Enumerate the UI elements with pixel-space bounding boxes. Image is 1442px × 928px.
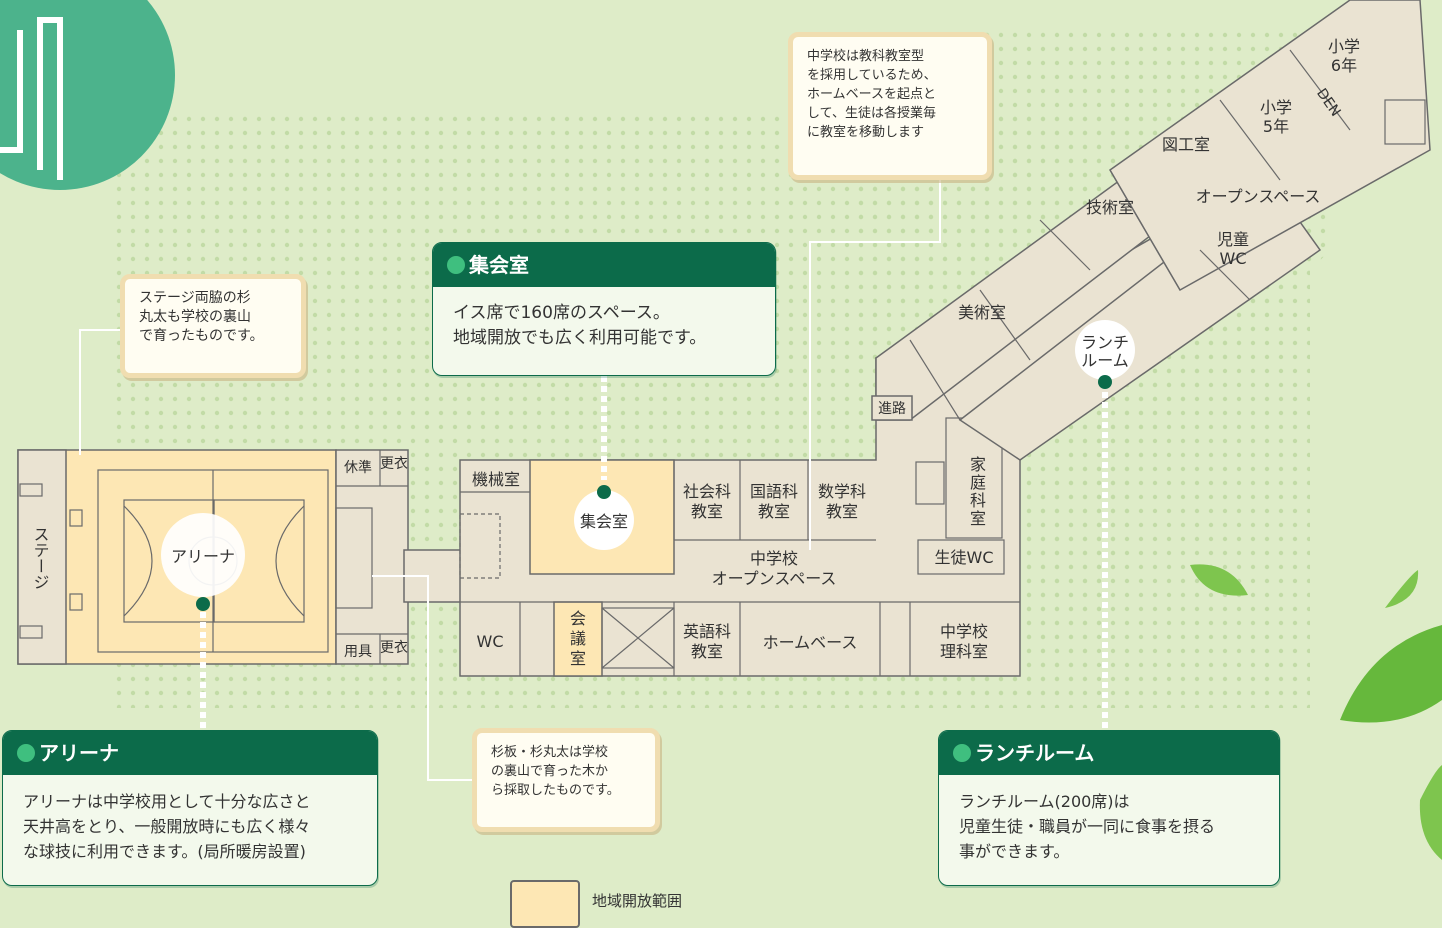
label-rika-1: 中学校 bbox=[940, 622, 988, 641]
panel-lunchroom-title: ランチルーム bbox=[939, 731, 1279, 775]
panel-shukaishitsu: 集会室 イス席で160席のスペース。 地域開放でも広く利用可能です。 bbox=[432, 242, 776, 376]
label-kokugo-2: 教室 bbox=[758, 502, 790, 521]
label-kikaishitsu: 機械室 bbox=[472, 470, 520, 489]
gymnasium-building bbox=[17, 449, 409, 665]
label-katei-2: 庭 bbox=[970, 473, 986, 492]
label-shakai-2: 教室 bbox=[691, 502, 723, 521]
label-kaigi-3: 室 bbox=[570, 649, 586, 668]
label-stage: ステージ bbox=[31, 526, 50, 590]
label-kouishitsu-bottom: 更衣 bbox=[380, 640, 408, 656]
label-kyujun: 休準 bbox=[344, 460, 372, 476]
label-eigo-1: 英語科 bbox=[683, 622, 731, 641]
label-home-base: ホームベース bbox=[763, 633, 858, 652]
panel-arena-title: アリーナ bbox=[3, 731, 377, 775]
label-sugaku-1: 数学科 bbox=[818, 482, 866, 501]
label-eigo-2: 教室 bbox=[691, 642, 723, 661]
legend-label: 地域開放範囲 bbox=[592, 892, 683, 910]
label-kouishitsu-top: 更衣 bbox=[380, 456, 408, 472]
callout-stage-wood: ステージ両脇の杉 丸太も学校の裏山 で育ったものです。 bbox=[120, 274, 306, 378]
label-jido-wc-2: WC bbox=[1220, 249, 1247, 268]
label-open-space-elem: オープンスペース bbox=[1196, 187, 1321, 206]
label-yougu: 用具 bbox=[344, 644, 372, 660]
label-open-space-1: 中学校 bbox=[750, 549, 798, 568]
label-lunch-1: ランチ bbox=[1081, 333, 1129, 352]
label-shukaishitsu: 集会室 bbox=[580, 512, 628, 531]
label-sho5-2: 5年 bbox=[1263, 117, 1289, 136]
label-jido-wc-1: 児童 bbox=[1217, 230, 1249, 249]
label-kaigi-2: 議 bbox=[570, 629, 586, 648]
label-rika-2: 理科室 bbox=[940, 642, 988, 661]
label-wc: WC bbox=[477, 632, 504, 651]
label-bijutsu: 美術室 bbox=[958, 303, 1006, 322]
label-katei-3: 科 bbox=[970, 491, 986, 510]
dot-icon bbox=[447, 256, 465, 274]
dot-icon bbox=[17, 744, 35, 762]
panel-lunchroom: ランチルーム ランチルーム(200席)は 児童生徒・職員が一同に食事を摂る 事が… bbox=[938, 730, 1280, 886]
label-lunch-2: ルーム bbox=[1081, 351, 1129, 370]
label-sho6-2: 6年 bbox=[1331, 56, 1357, 75]
legend-swatch bbox=[510, 880, 580, 928]
callout-cedar: 杉板・杉丸太は学校 の裏山で育った木か ら採取したものです。 bbox=[472, 728, 660, 832]
elementary-wing bbox=[871, 0, 1431, 461]
label-sho6-1: 小学 bbox=[1328, 37, 1360, 56]
label-arena: アリーナ bbox=[171, 547, 235, 566]
panel-shukaishitsu-title: 集会室 bbox=[433, 243, 775, 287]
label-katei-1: 家 bbox=[970, 455, 986, 474]
label-shinro: 進路 bbox=[878, 401, 906, 417]
label-sho5-1: 小学 bbox=[1260, 98, 1292, 117]
label-open-space-2: オープンスペース bbox=[712, 569, 837, 588]
dot-icon bbox=[953, 744, 971, 762]
label-seito-wc: 生徒WC bbox=[935, 548, 994, 567]
leaf-decoration bbox=[1190, 564, 1442, 860]
panel-arena: アリーナ アリーナは中学校用として十分な広さと 天井高をとり、一般開放時にも広く… bbox=[2, 730, 378, 886]
corner-emblem bbox=[0, 0, 175, 190]
label-katei-4: 室 bbox=[970, 509, 986, 528]
label-zuko: 図工室 bbox=[1162, 135, 1210, 154]
callout-leader-lines bbox=[79, 170, 1108, 781]
label-gijutsu: 技術室 bbox=[1086, 198, 1134, 217]
label-kaigi-1: 会 bbox=[570, 609, 586, 628]
label-sugaku-2: 教室 bbox=[826, 502, 858, 521]
label-kokugo-1: 国語科 bbox=[750, 482, 798, 501]
label-shakai-1: 社会科 bbox=[683, 482, 731, 501]
callout-curriculum: 中学校は教科教室型 を採用しているため、 ホームベースを起点と して、生徒は各授… bbox=[788, 32, 992, 180]
